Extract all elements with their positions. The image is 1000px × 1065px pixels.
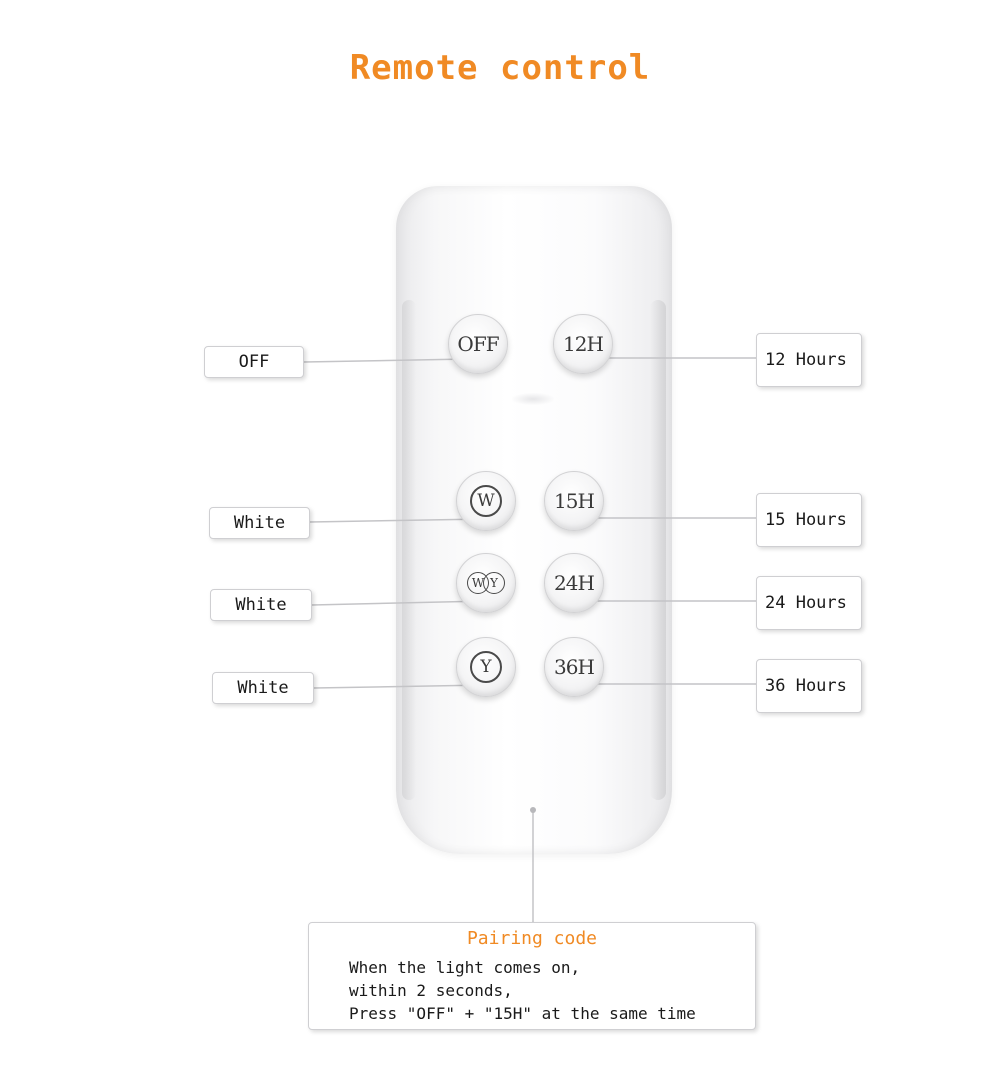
pairing-instructions-box: Pairing code When the light comes on, wi… — [308, 922, 756, 1030]
page-title: Remote control — [349, 48, 651, 88]
label-36-hours-text: 36 Hours — [765, 676, 847, 696]
ir-window — [512, 393, 554, 405]
36h-button[interactable]: 36H — [544, 637, 604, 697]
label-off-text: OFF — [238, 352, 270, 372]
label-24-hours-text: 24 Hours — [765, 593, 847, 613]
remote-right-edge — [650, 300, 666, 800]
label-12-hours: 12 Hours — [756, 333, 862, 387]
15h-button[interactable]: 15H — [544, 471, 604, 531]
label-white-2: White — [210, 589, 312, 621]
label-15-hours: 15 Hours — [756, 493, 862, 547]
15h-button-label: 15H — [554, 489, 595, 513]
label-white-3: White — [212, 672, 314, 704]
label-24-hours: 24 Hours — [756, 576, 862, 630]
dot-pairing — [530, 807, 536, 813]
12h-button[interactable]: 12H — [553, 314, 613, 374]
label-12-hours-text: 12 Hours — [765, 350, 847, 370]
label-36-hours: 36 Hours — [756, 659, 862, 713]
off-button[interactable]: OFF — [448, 314, 508, 374]
leader-line-white-1 — [309, 518, 487, 523]
label-white-2-text: White — [235, 595, 287, 615]
label-white-1: White — [209, 507, 310, 539]
white-yellow-button[interactable]: W Y — [456, 553, 516, 613]
label-15-hours-text: 15 Hours — [765, 510, 847, 530]
24h-button[interactable]: 24H — [544, 553, 604, 613]
yellow-button[interactable]: Y — [456, 637, 516, 697]
leader-line-white-2 — [311, 600, 487, 606]
label-white-3-text: White — [237, 678, 289, 698]
w-ring-icon: W — [470, 485, 502, 517]
y-ring-icon: Y — [470, 651, 502, 683]
24h-button-label: 24H — [554, 571, 595, 595]
pairing-line-3: Press "OFF" + "15H" at the same time — [349, 1004, 696, 1023]
remote-left-edge — [402, 300, 416, 800]
white-button[interactable]: W — [456, 471, 516, 531]
pairing-line-1: When the light comes on, — [349, 958, 581, 977]
pairing-title: Pairing code — [466, 928, 598, 949]
36h-button-label: 36H — [554, 655, 595, 679]
label-off: OFF — [204, 346, 304, 378]
label-white-1-text: White — [233, 513, 286, 533]
off-button-label: OFF — [457, 332, 499, 356]
leader-line-white-3 — [313, 684, 487, 689]
y-small-ring-icon: Y — [483, 572, 505, 594]
pairing-line-2: within 2 seconds, — [349, 981, 513, 1000]
12h-button-label: 12H — [563, 332, 604, 356]
leader-line-off — [303, 358, 469, 363]
